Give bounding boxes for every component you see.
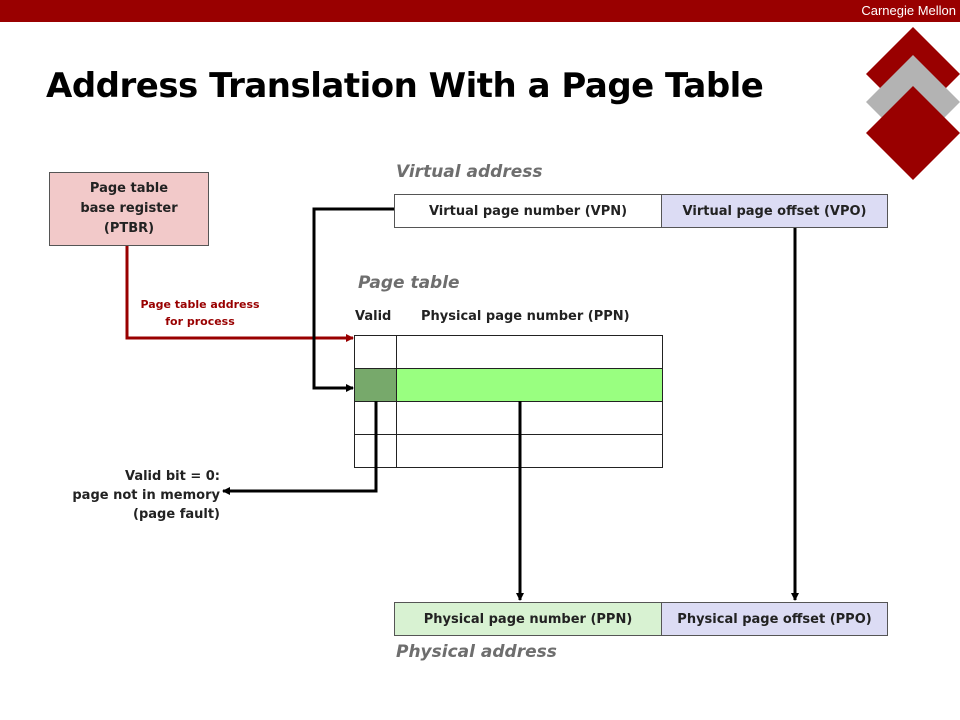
brand-name: Carnegie Mellon	[861, 3, 956, 18]
vpn-field: Virtual page number (VPN)	[394, 194, 662, 228]
virtual-address-label: Virtual address	[396, 162, 543, 182]
ptbr-line-3: (PTBR)	[103, 221, 155, 236]
ppo-field: Physical page offset (PPO)	[661, 602, 888, 636]
page-table-valid-cell	[354, 434, 397, 468]
page-fault-note: Valid bit = 0: page not in memory (page …	[40, 467, 220, 524]
ppn-column-header: Physical page number (PPN)	[421, 309, 630, 324]
ptbr-arrow-label-line-2: for process	[165, 315, 235, 328]
ptbr-box: Page table base register (PTBR)	[49, 172, 209, 246]
page-table-valid-cell	[354, 401, 397, 435]
ptbr-arrow-label-line-1: Page table address	[140, 298, 260, 311]
page-fault-line-3: (page fault)	[133, 507, 220, 522]
page-table-ppn-cell	[396, 368, 663, 402]
page-table-label: Page table	[358, 273, 460, 293]
page-fault-line-1: Valid bit = 0:	[124, 469, 220, 484]
page-table-valid-cell	[354, 335, 397, 369]
page-table-ppn-cell	[396, 434, 663, 468]
ppn-field: Physical page number (PPN)	[394, 602, 662, 636]
header-bar: Carnegie Mellon	[0, 0, 960, 22]
page-title: Address Translation With a Page Table	[46, 66, 764, 106]
ptbr-line-1: Page table	[89, 181, 169, 196]
physical-address-label: Physical address	[396, 642, 557, 662]
vpo-field: Virtual page offset (VPO)	[661, 194, 888, 228]
page-table-ppn-cell	[396, 401, 663, 435]
page-table-valid-cell	[354, 368, 397, 402]
ptbr-line-2: base register	[80, 201, 178, 216]
page-table-ppn-cell	[396, 335, 663, 369]
ptbr-arrow-label: Page table address for process	[118, 296, 282, 330]
page-fault-line-2: page not in memory	[72, 488, 220, 503]
logo-diamond-top	[866, 27, 960, 121]
logo-diamond-bottom	[866, 86, 960, 180]
logo-diamond-middle	[866, 55, 960, 149]
valid-column-header: Valid	[355, 309, 392, 324]
